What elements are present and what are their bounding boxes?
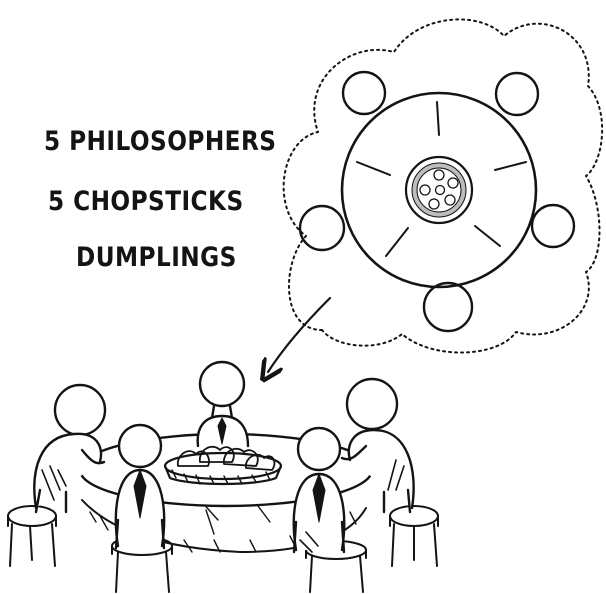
philosopher-seat	[496, 73, 538, 115]
philosopher-seat	[300, 206, 344, 250]
philosopher-front-left	[116, 425, 164, 548]
stool-left	[8, 506, 56, 566]
chopstick-icon	[475, 226, 500, 246]
thought-bubble	[284, 19, 603, 352]
philosopher-seat	[343, 72, 385, 114]
philosopher-back-center	[198, 362, 248, 446]
philosopher-seat	[532, 205, 574, 247]
philosopher-seat	[424, 283, 472, 331]
philosopher-right	[342, 379, 414, 512]
philosopher-left	[34, 385, 105, 512]
philosopher-front-right	[294, 428, 344, 552]
stool-right	[390, 506, 438, 566]
chopstick-icon	[495, 162, 526, 170]
chopstick-icon	[437, 102, 439, 135]
arrow-icon	[268, 298, 330, 372]
chopstick-icon	[386, 228, 408, 256]
chopstick-icon	[357, 162, 390, 175]
dumpling-plate-top-view	[406, 157, 472, 223]
